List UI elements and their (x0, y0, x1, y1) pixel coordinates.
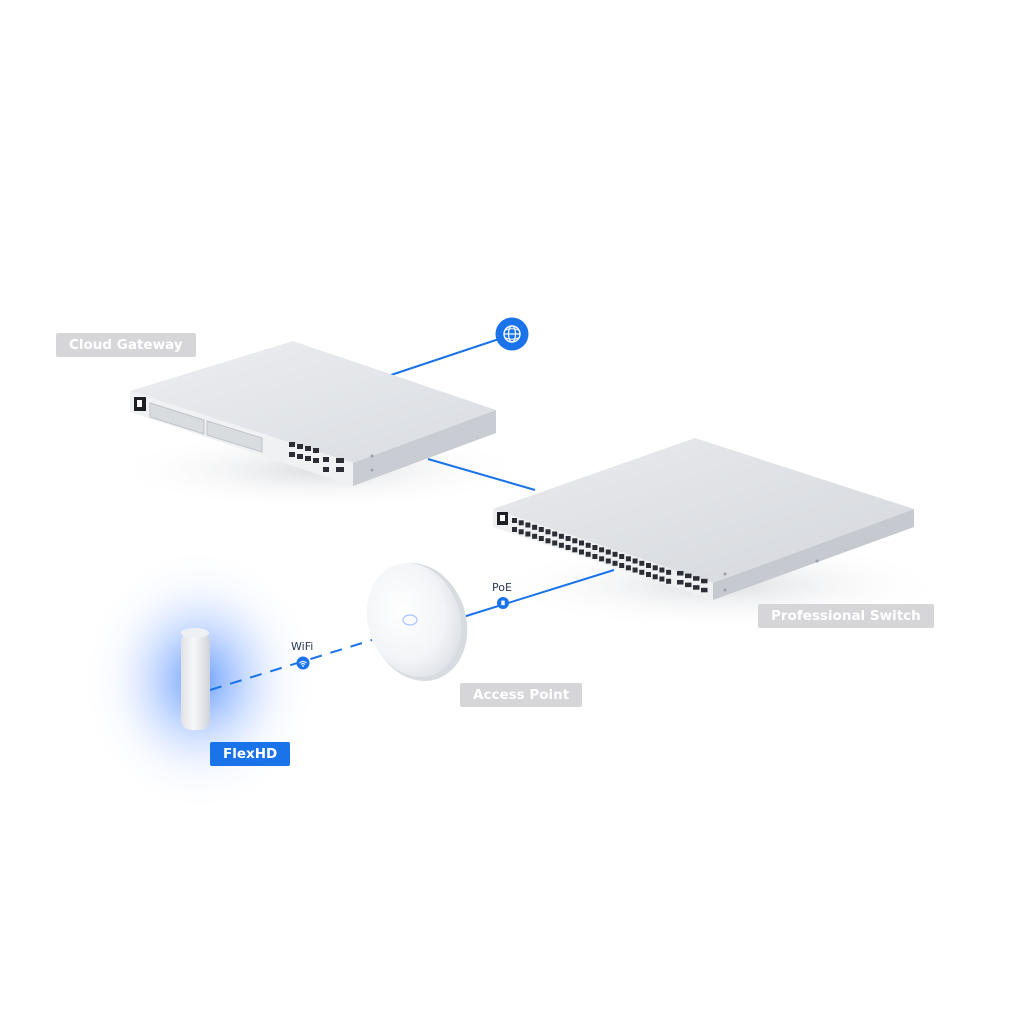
switch-port (552, 531, 558, 537)
switch-port (558, 533, 564, 539)
switch-port (619, 554, 625, 559)
switch-port (646, 563, 651, 568)
flexhd-label: FlexHD (210, 742, 291, 766)
switch-port (659, 567, 665, 573)
switch-sfp-port (677, 580, 684, 585)
gateway-switch-link-line (427, 458, 536, 491)
switch-port (512, 527, 517, 532)
switch-port (512, 518, 517, 523)
switch-sfp-port (685, 582, 692, 588)
switch-port (592, 545, 598, 550)
switch-port (619, 563, 625, 568)
switch-port (572, 547, 578, 553)
switch-port (639, 560, 645, 566)
access-point-label: Access Point (460, 683, 583, 707)
switch-sfp-port (693, 576, 700, 581)
switch-port (639, 569, 645, 575)
flexhd-device (181, 628, 210, 730)
switch-sfp-port (701, 587, 708, 593)
internet-link-line (387, 336, 506, 377)
switch-port (666, 578, 672, 584)
switch-port (612, 551, 618, 557)
professional-switch-label: Professional Switch (758, 604, 934, 628)
professional-switch-device (493, 438, 914, 600)
wifi-link-label: WiFi (291, 640, 314, 653)
switch-port (579, 540, 584, 546)
switch-port (612, 560, 618, 566)
switch-port (666, 569, 672, 575)
switch-sfp-port (693, 585, 700, 590)
switch-port (525, 531, 531, 537)
cloud-gateway-label: Cloud Gateway (56, 333, 196, 357)
switch-port (632, 558, 638, 564)
switch-port (632, 567, 638, 573)
switch-sfp-port (677, 571, 684, 576)
switch-sfp-port (701, 578, 708, 584)
switch-port (592, 554, 598, 559)
switch-port (552, 540, 558, 546)
switch-port (545, 529, 551, 535)
switch-port (652, 574, 658, 580)
poe-link-line (462, 569, 615, 618)
switch-port (538, 536, 544, 541)
switch-port (532, 524, 538, 530)
switch-port (605, 558, 611, 564)
switch-port (599, 556, 605, 562)
switch-port (585, 542, 591, 548)
switch-port (646, 572, 651, 577)
switch-port (599, 547, 605, 553)
switch-port (565, 536, 571, 541)
switch-sfp-port (685, 573, 692, 579)
switch-port (572, 538, 578, 544)
access-point-device (366, 563, 468, 681)
switch-port (605, 549, 611, 555)
poe-plug-icon (497, 597, 509, 609)
switch-port (518, 520, 524, 526)
switch-port (659, 576, 665, 582)
switch-port (625, 556, 631, 562)
globe-icon (495, 317, 529, 351)
switch-port (579, 549, 584, 555)
switch-port (585, 551, 591, 557)
wifi-icon (296, 656, 310, 670)
switch-port (545, 538, 551, 544)
switch-port (532, 533, 538, 539)
switch-port (538, 527, 544, 532)
switch-port (518, 529, 524, 535)
switch-port (625, 565, 631, 571)
switch-port (565, 545, 571, 550)
poe-link-label: PoE (492, 581, 512, 594)
cloud-gateway-device (130, 341, 496, 486)
switch-port (558, 542, 564, 548)
wifi-link-line (209, 639, 373, 691)
switch-port (652, 565, 658, 571)
switch-port (525, 522, 531, 528)
